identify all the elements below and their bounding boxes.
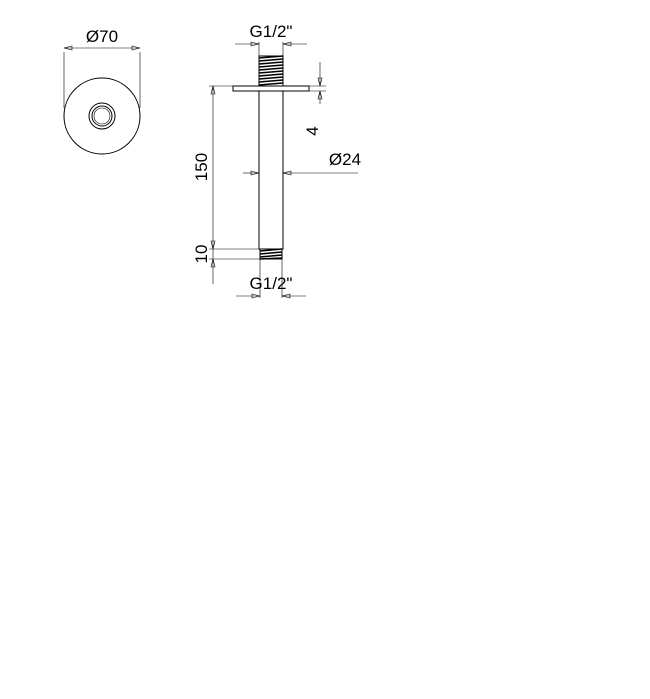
top-thread-hatch <box>258 55 284 86</box>
flange-thickness-label: 4 <box>303 126 322 135</box>
top-thread-dimension: G1/2" <box>235 22 307 56</box>
bottom-thread-hatch <box>259 248 283 260</box>
flange-outer-circle <box>63 77 141 155</box>
flange-thickness-dimension: 4 <box>303 62 326 136</box>
pipe-outer-circle <box>88 102 116 130</box>
bottom-thread-dimension: G1/2" <box>236 259 306 299</box>
pipe-diameter-dimension: Ø24 <box>243 150 361 176</box>
flange-top-view <box>63 77 141 155</box>
pipe-inner-circle <box>91 105 113 127</box>
bottom-thread-label: G1/2" <box>250 274 293 293</box>
flange-diameter-dimension: Ø70 <box>63 27 141 108</box>
top-thread-label: G1/2" <box>250 22 293 41</box>
arm-side-view <box>232 55 310 260</box>
thread-length-dimension: 10 <box>192 245 260 284</box>
flange-diameter-label: Ø70 <box>86 27 118 46</box>
pipe-length-dimension: 150 <box>192 85 259 250</box>
pipe-length-label: 150 <box>192 153 211 181</box>
flange-plate <box>232 85 310 92</box>
pipe-diameter-label: Ø24 <box>329 150 361 169</box>
pipe-bore-circle <box>93 107 111 125</box>
thread-length-label: 10 <box>192 245 211 264</box>
pipe-body <box>258 90 284 250</box>
